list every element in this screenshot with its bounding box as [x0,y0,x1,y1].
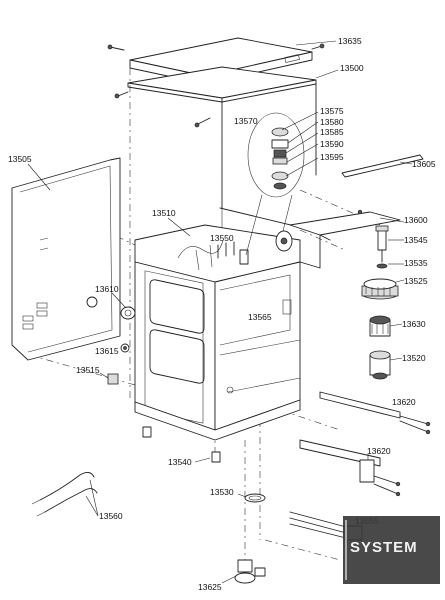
bracket-13620-upper [319,391,431,435]
top-wiring [177,239,249,271]
label-13505: 13505 [8,154,32,164]
label-13520: 13520 [402,353,426,363]
knob-13615 [120,343,130,353]
label-13570: 13570 [234,116,258,126]
label-13580: 13580 [320,117,344,127]
label-13560: 13560 [99,511,123,521]
label-13620-lower: 13620 [367,446,391,456]
label-13585: 13585 [320,127,344,137]
label-13635: 13635 [338,36,362,46]
label-13535: 13535 [404,258,428,268]
label-13625: 13625 [198,582,222,592]
label-13540: 13540 [168,457,192,467]
label-13605: 13605 [412,159,436,169]
label-13500: 13500 [340,63,364,73]
label-13530: 13530 [210,487,234,497]
label-13565: 13565 [248,312,272,322]
rod-13605 [341,154,424,178]
cabinet-body [134,207,321,441]
label-13545: 13545 [404,235,428,245]
label-13620-upper: 13620 [392,397,416,407]
dispenser-assembly [245,112,305,256]
bracket-13620-lower [299,439,401,497]
label-13550: 13550 [210,233,234,243]
logo-text: SYSTEM [350,539,418,556]
pipe-fitting-13610 [86,296,136,320]
top-lid [107,37,325,85]
label-13610: 13610 [95,284,119,294]
label-13615: 13615 [95,346,119,356]
side-panel [11,157,121,361]
label-13510: 13510 [152,208,176,218]
label-13525: 13525 [404,276,428,286]
callouts: 13635 13500 13575 13570 13580 13585 1359… [8,36,436,592]
label-13600: 13600 [404,215,428,225]
housing-back-panel [221,83,317,209]
drain-13625 [234,559,266,584]
ring-13530 [244,493,266,503]
label-13630: 13630 [402,319,426,329]
cables-13560 [31,472,98,517]
pump-assembly [361,225,399,380]
foot-13540 [142,426,221,463]
label-13575: 13575 [320,106,344,116]
shelf-bar-13600 [289,209,401,241]
switch-13515 [107,373,119,385]
label-13590: 13590 [320,139,344,149]
label-13515: 13515 [76,365,100,375]
top-plate [114,66,317,128]
system-logo: SYSTEM [343,516,440,584]
label-13595: 13595 [320,152,344,162]
